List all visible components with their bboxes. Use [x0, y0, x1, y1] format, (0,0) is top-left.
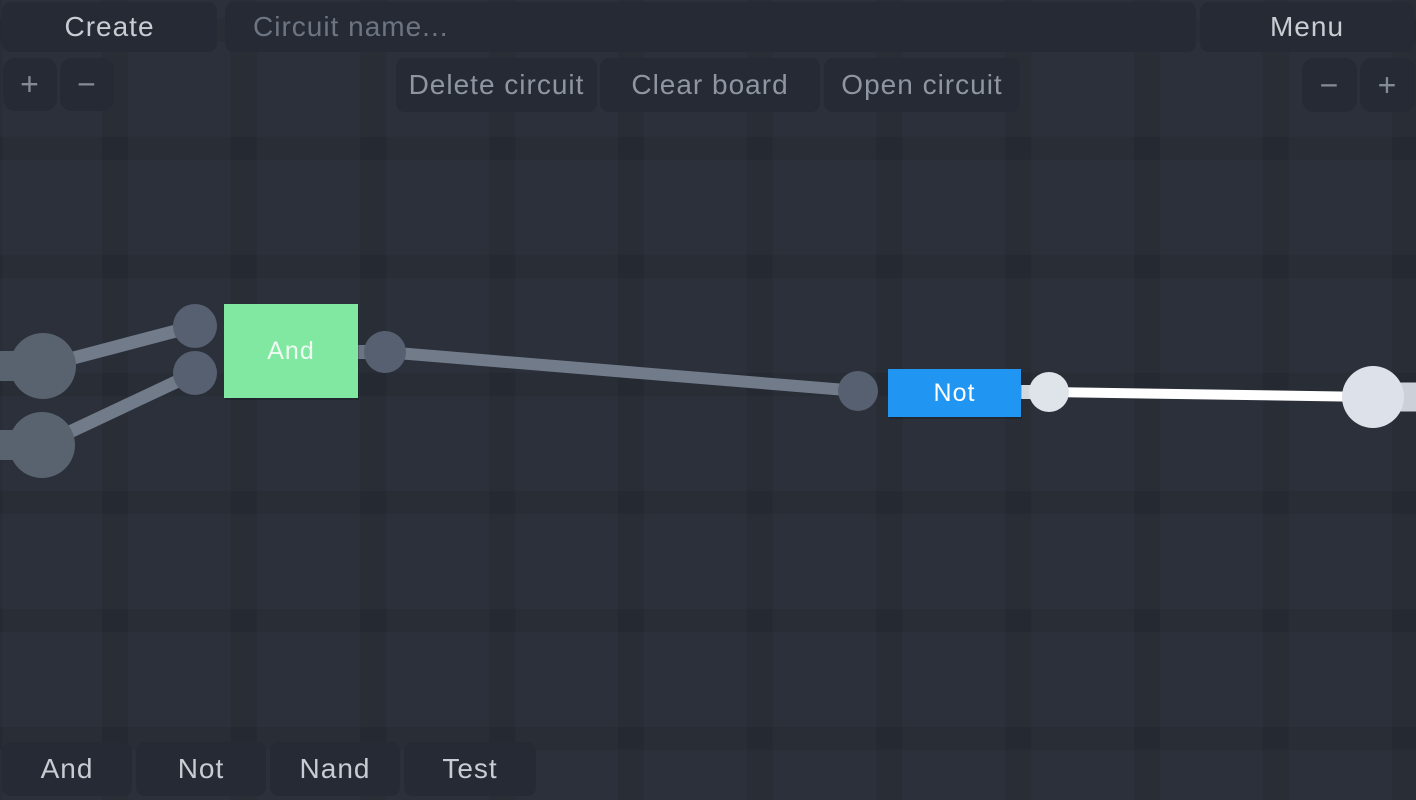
zoom-in-button-left[interactable]: + — [3, 58, 57, 111]
input-terminal-2[interactable] — [9, 412, 75, 478]
input-terminal-1[interactable] — [10, 333, 76, 399]
wire-and-to-not[interactable] — [384, 346, 859, 397]
not-gate[interactable]: Not — [888, 369, 1021, 417]
and-output-node[interactable] — [364, 331, 406, 373]
zoom-in-button-right[interactable]: + — [1360, 58, 1415, 112]
open-circuit-button[interactable]: Open circuit — [824, 58, 1020, 112]
zoom-out-button-right[interactable]: − — [1302, 58, 1357, 112]
circuit-name-input[interactable] — [225, 2, 1196, 52]
and-gate[interactable]: And — [224, 304, 358, 398]
gate-label: Not — [933, 378, 976, 407]
wire-not-to-output[interactable] — [1048, 387, 1374, 402]
not-input-node[interactable] — [838, 371, 878, 411]
create-button[interactable]: Create — [2, 2, 217, 52]
delete-circuit-button[interactable]: Delete circuit — [396, 58, 597, 112]
palette-item-nand[interactable]: Nand — [270, 742, 400, 796]
palette-item-test[interactable]: Test — [404, 742, 536, 796]
not-output-node[interactable] — [1029, 372, 1069, 412]
zoom-out-button-left[interactable]: − — [60, 58, 114, 111]
and-input-node-2[interactable] — [173, 351, 217, 395]
gate-label: And — [267, 336, 315, 365]
and-input-node-1[interactable] — [173, 304, 217, 348]
palette-item-not[interactable]: Not — [136, 742, 266, 796]
palette-item-and[interactable]: And — [2, 742, 132, 796]
output-terminal[interactable] — [1342, 366, 1404, 428]
menu-button[interactable]: Menu — [1200, 2, 1414, 52]
clear-board-button[interactable]: Clear board — [600, 58, 820, 112]
circuit-name-field — [225, 2, 1196, 52]
